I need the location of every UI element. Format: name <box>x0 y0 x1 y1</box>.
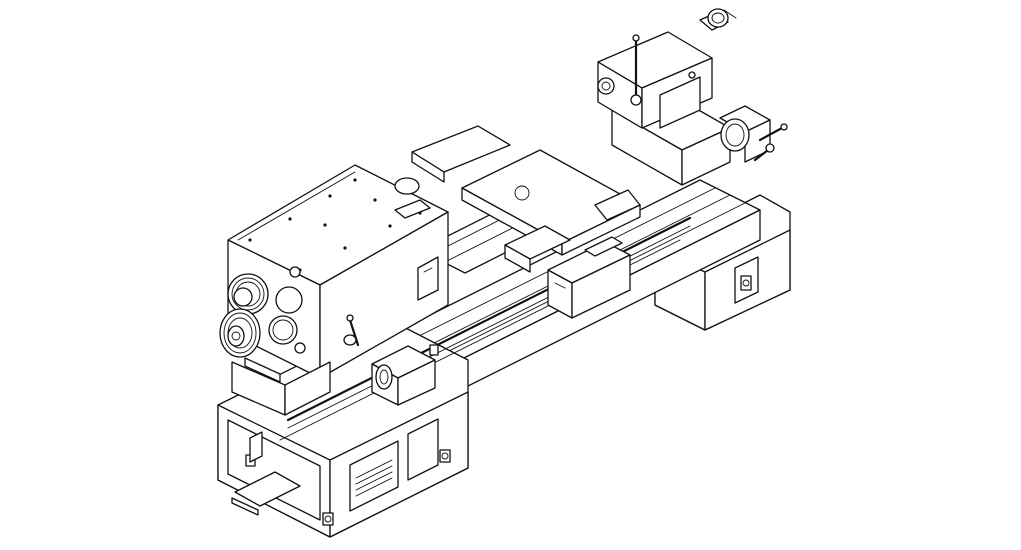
headstock <box>219 164 449 416</box>
tailstock <box>597 8 788 186</box>
apron-box <box>371 344 439 406</box>
carriage-saddle <box>411 125 641 319</box>
